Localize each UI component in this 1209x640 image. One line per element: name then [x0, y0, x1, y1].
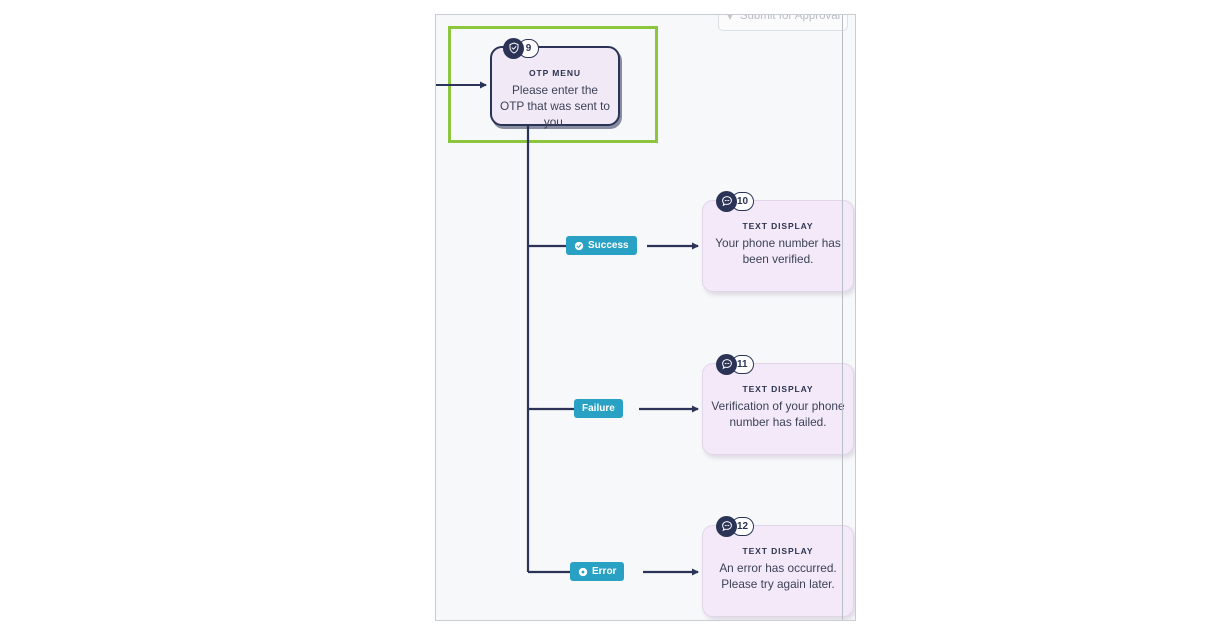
flow-canvas-inner: Submit for Approval [436, 15, 855, 620]
edge-label-failure[interactable]: Failure [574, 399, 623, 418]
node-body: TEXT DISPLAY Verification of your phone … [703, 364, 853, 430]
submit-for-approval-label: Submit for Approval [739, 14, 841, 22]
node-body: TEXT DISPLAY An error has occurred. Plea… [703, 526, 853, 592]
node-text-display-12[interactable]: 12 TEXT DISPLAY An error has occurred. P… [702, 515, 854, 617]
node-body: TEXT DISPLAY Your phone number has been … [703, 201, 853, 267]
chat-bubble-icon [716, 353, 737, 375]
node-badge-row: 9 [503, 37, 539, 59]
error-circle-icon [578, 567, 588, 576]
edges-layer [436, 81, 699, 576]
node-message: Your phone number has been verified. [715, 236, 841, 266]
flow-canvas[interactable]: Submit for Approval [435, 14, 856, 621]
node-otp-menu[interactable]: 9 OTP MENU Please enter the OTP that was… [490, 37, 620, 129]
node-badge-row: 12 [716, 515, 755, 537]
node-kind-label: TEXT DISPLAY [742, 384, 814, 394]
node-message: Please enter the OTP that was sent to yo… [500, 83, 610, 129]
node-kind-label: TEXT DISPLAY [742, 546, 814, 556]
node-kind-label: OTP MENU [529, 68, 581, 78]
edge-label-text: Success [588, 240, 629, 251]
canvas-right-divider [842, 15, 843, 620]
node-badge-row: 10 [716, 190, 755, 212]
submit-for-approval-button[interactable]: Submit for Approval [718, 14, 848, 31]
edge-label-text: Error [592, 566, 617, 577]
node-body: OTP MENU Please enter the OTP that was s… [492, 48, 618, 130]
node-message: An error has occurred. Please try again … [719, 561, 837, 591]
node-badge-row: 11 [716, 353, 754, 375]
node-text-display-11[interactable]: 11 TEXT DISPLAY Verification of your pho… [702, 353, 854, 455]
node-number-badge: 11 [731, 354, 754, 374]
chat-bubble-icon [716, 515, 737, 537]
edge-label-error[interactable]: Error [570, 562, 625, 581]
edge-label-text: Failure [582, 403, 615, 414]
node-text-display-10[interactable]: 10 TEXT DISPLAY Your phone number has be… [702, 190, 854, 292]
shield-check-icon [503, 37, 524, 59]
check-circle-icon [574, 241, 584, 250]
flag-icon [725, 15, 735, 21]
chat-bubble-icon [716, 190, 737, 212]
node-message: Verification of your phone number has fa… [711, 399, 845, 429]
edge-label-success[interactable]: Success [566, 236, 637, 255]
node-kind-label: TEXT DISPLAY [742, 221, 814, 231]
